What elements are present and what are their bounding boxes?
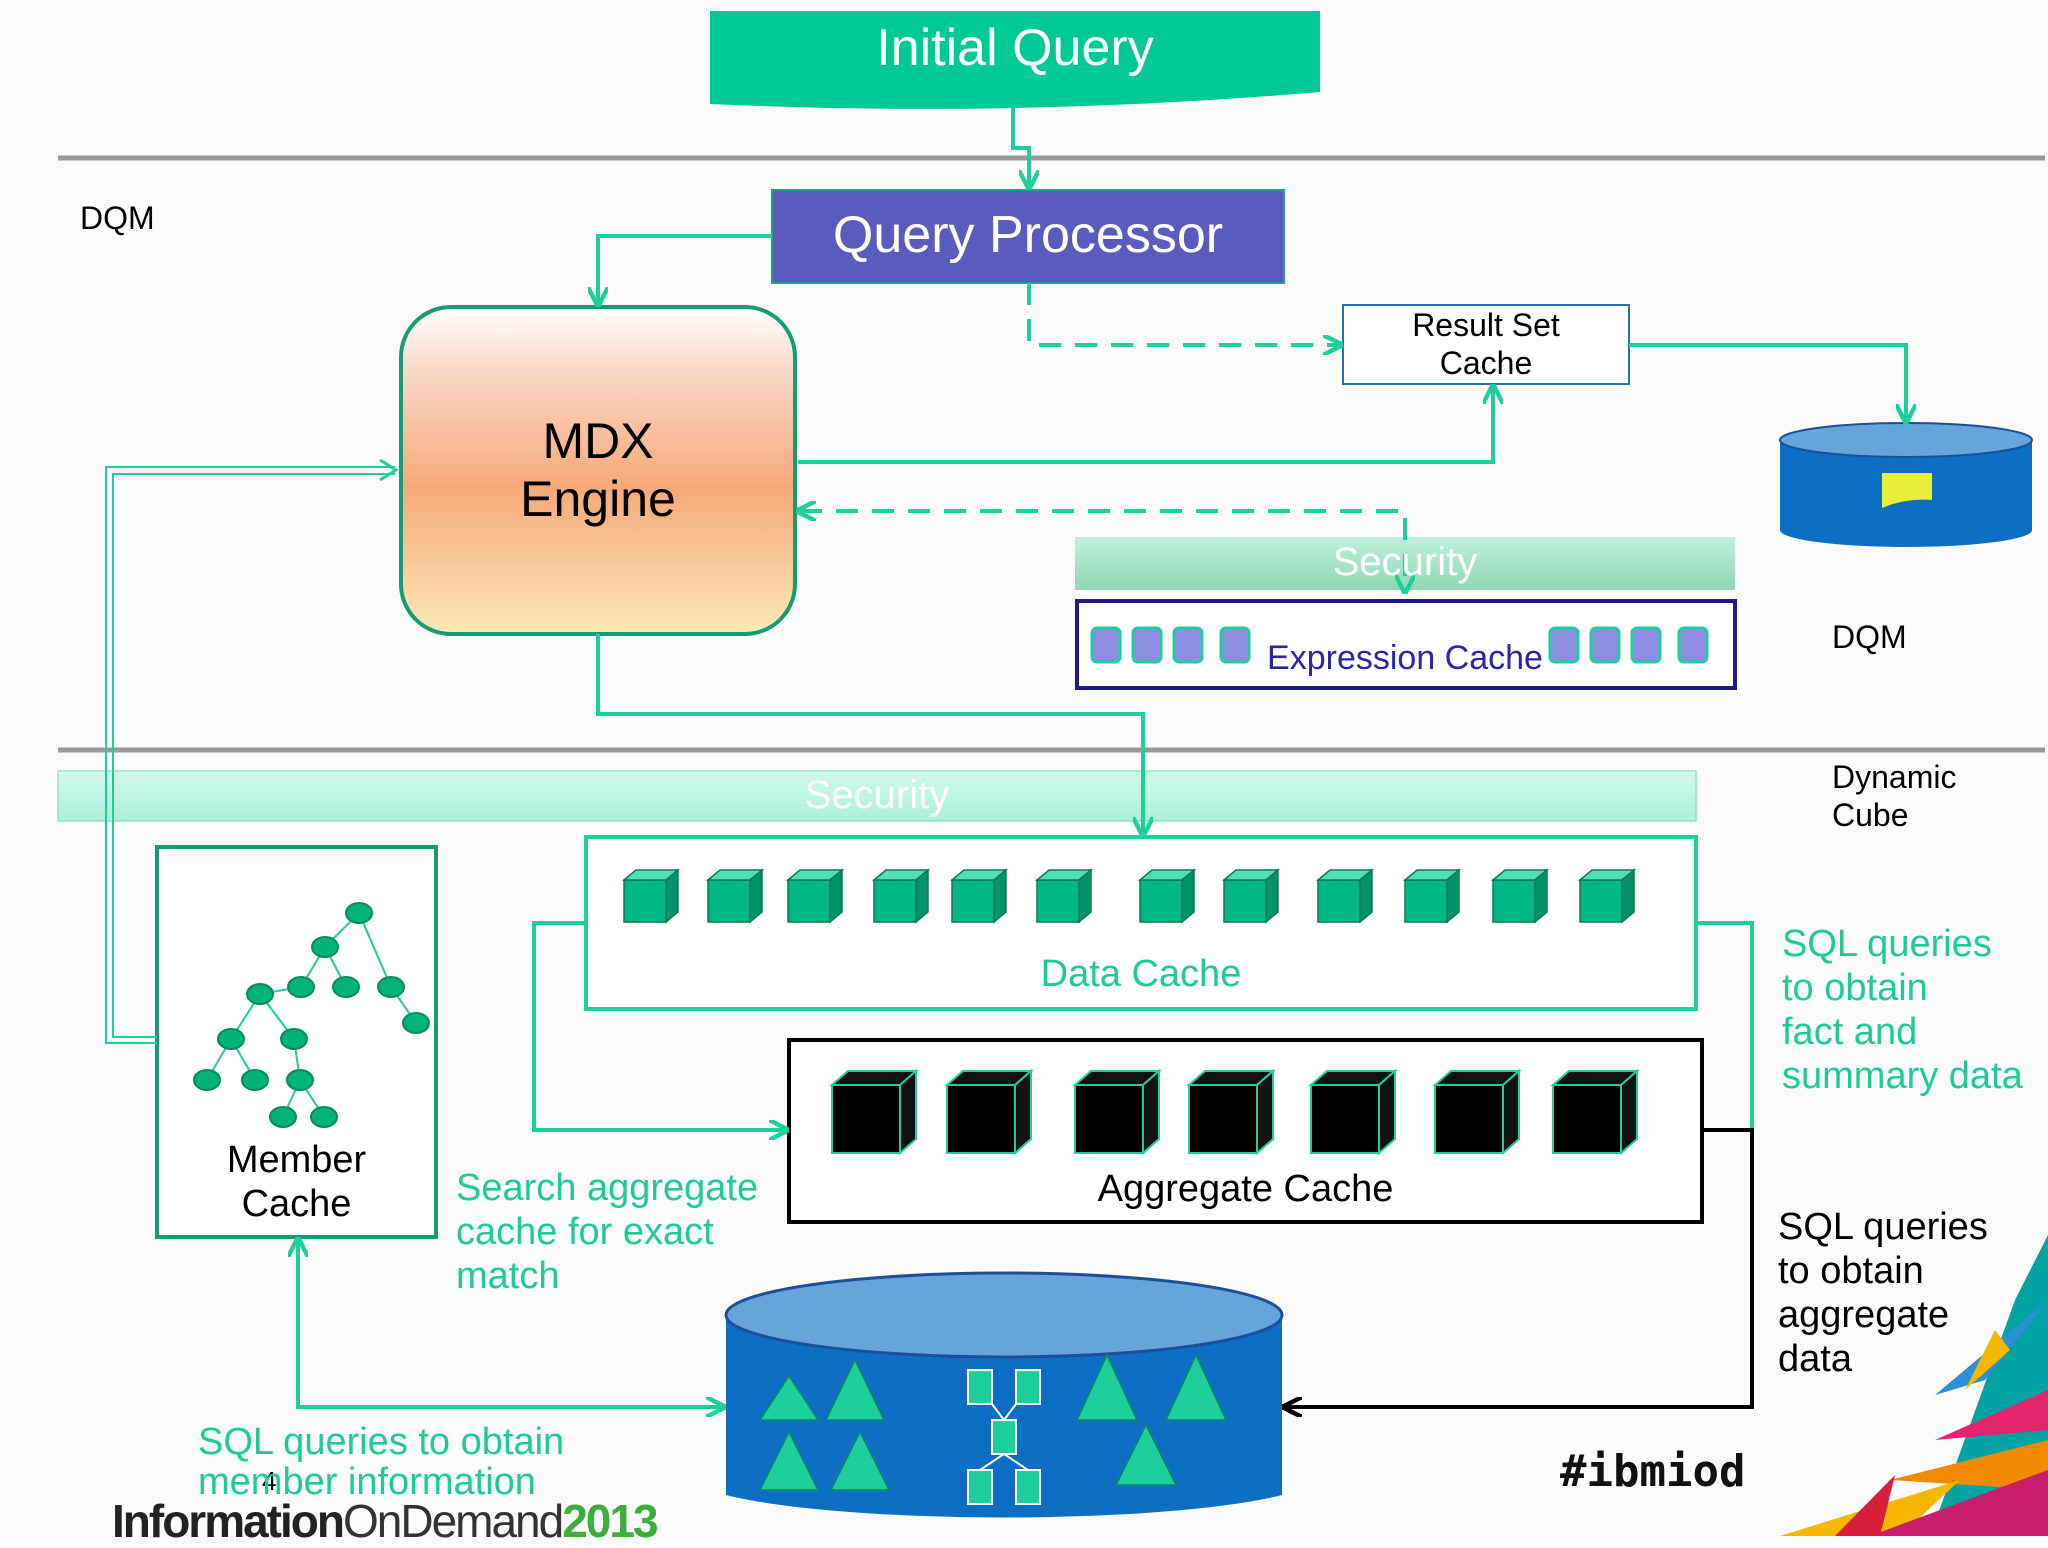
security-top-label: Security: [1332, 540, 1478, 584]
dynamic-cube-label: Dynamic Cube: [1832, 759, 1957, 833]
data-cache-cubes: [621, 868, 1637, 924]
aggregate-cache-label: Aggregate Cache: [1097, 1168, 1394, 1210]
initial-query-label: Initial Query: [876, 19, 1154, 77]
arrow-member-to-mdx: [105, 466, 395, 1044]
arrow-processor-to-resultset: [1027, 283, 1339, 345]
member-tree-icon: [193, 902, 430, 1128]
page-number: 4: [262, 1466, 277, 1496]
arrow-mdx-expression-cache: [800, 511, 1405, 590]
sql-member-note: SQL queries to obtain member information: [198, 1421, 565, 1503]
sql-fact-note: SQL queries to obtain fact and summary d…: [1782, 923, 2023, 1097]
result-set-cache-label: Result Set Cache: [1412, 307, 1560, 381]
query-processor-label: Query Processor: [832, 206, 1224, 264]
dqm-label-right: DQM: [1832, 619, 1907, 655]
arrow-initial-to-processor: [1011, 108, 1029, 186]
data-cache-label: Data Cache: [1040, 953, 1242, 995]
arrow-processor-to-mdx: [598, 234, 772, 303]
arrow-member-to-mdx-head: [379, 458, 399, 482]
security-bottom-label: Security: [804, 773, 950, 817]
arrow-mdx-to-resultset: [798, 388, 1493, 464]
connector-sql-fact: [1696, 921, 1754, 1138]
mdx-engine-label: MDX Engine: [520, 413, 676, 527]
result-database-icon: [1779, 422, 2033, 547]
hashtag: #ibmiod: [1560, 1446, 1746, 1497]
arrow-resultset-to-database: [1629, 343, 1906, 420]
search-aggregate-note: Search aggregate cache for exact match: [456, 1167, 759, 1297]
data-warehouse-icon: [724, 1271, 1284, 1518]
initial-query-banner: [710, 11, 1320, 109]
expression-cache-label: Expression Cache: [1267, 639, 1543, 677]
expression-cache-blocks: [1090, 626, 1709, 664]
aggregate-cache-cubes: [829, 1068, 1640, 1156]
footer-brand-year: 2013: [562, 1495, 658, 1547]
ibm-ribbon-logo: [1780, 1235, 2048, 1536]
arrow-aggregate-to-warehouse: [1286, 1128, 1754, 1407]
result-set-cache-box: [1342, 304, 1630, 385]
security-bar-bottom: [57, 770, 1697, 822]
arrow-mdx-to-datacache: [596, 634, 1143, 833]
arrow-datacache-to-aggregate: [532, 921, 785, 1130]
member-cache-label: Member Cache: [226, 1139, 367, 1225]
arrow-member-warehouse: [298, 1241, 722, 1407]
query-processor-box: [771, 189, 1285, 284]
sql-aggregate-note: SQL queries to obtain aggregate data: [1778, 1206, 1988, 1380]
dqm-label-left: DQM: [80, 200, 155, 236]
arrow-member-to-mdx-inner: [112, 473, 395, 1038]
